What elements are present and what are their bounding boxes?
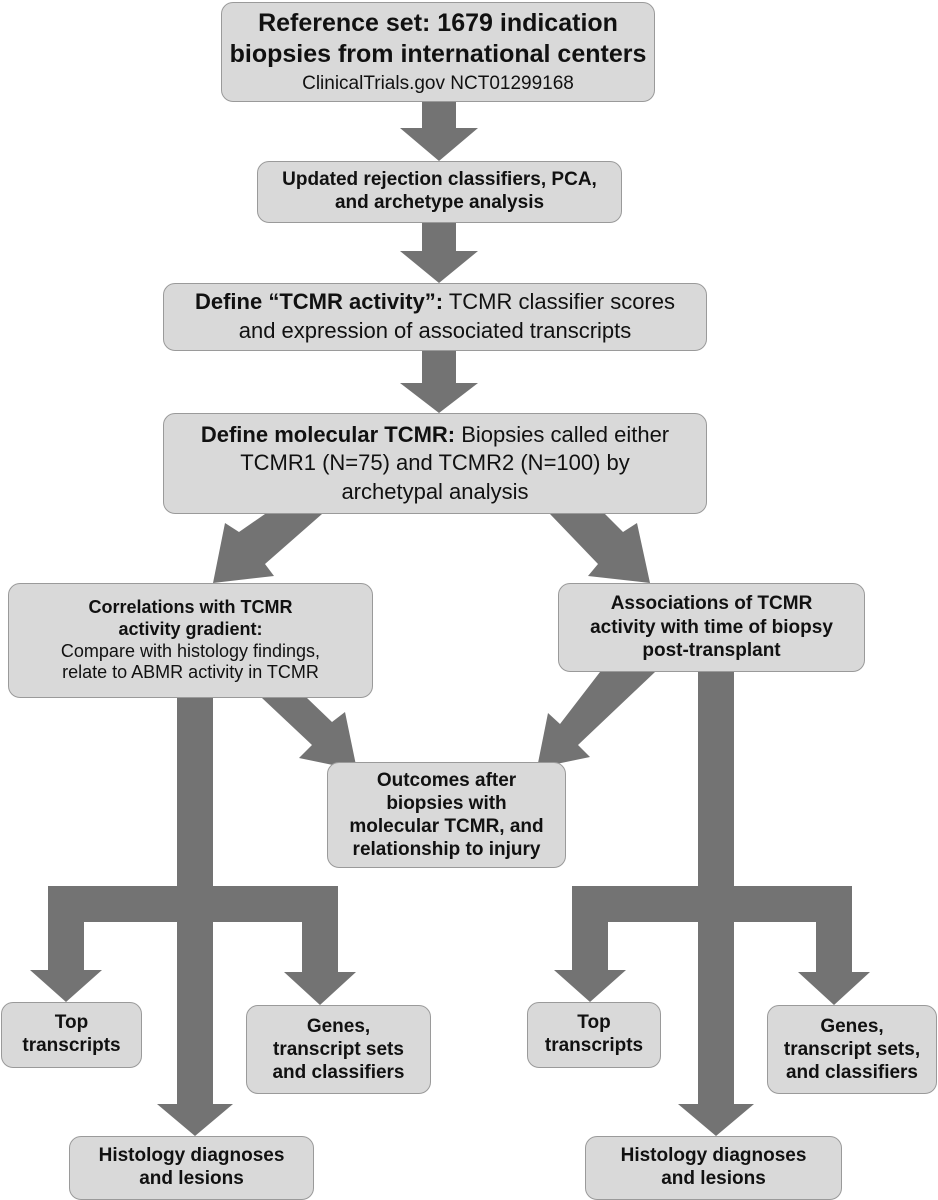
genes-right-box: Genes, transcript sets, and classifiers: [767, 1005, 937, 1094]
classifiers-line1: Updated rejection classifiers, PCA,: [282, 169, 597, 191]
left-branch-bar: [48, 886, 338, 922]
arrow-reference-to-classifiers: [400, 102, 478, 161]
reference-set-box: Reference set: 1679 indication biopsies …: [221, 2, 655, 102]
genes-left-box: Genes, transcript sets and classifiers: [246, 1005, 431, 1094]
arrow-to-top-transcripts-right: [554, 922, 626, 1002]
molecular-tcmr-heading: Define molecular TCMR:: [200, 421, 456, 447]
histology-right-line1: Histology diagnoses: [620, 1145, 807, 1167]
arrow-to-histology-right: [678, 922, 754, 1136]
molecular-tcmr-line1: Define molecular TCMR: Biopsies called e…: [201, 421, 669, 450]
reference-subtitle: ClinicalTrials.gov NCT01299168: [302, 73, 574, 95]
top-transcripts-left-box: Top transcripts: [1, 1002, 142, 1068]
molecular-tcmr-text1: Biopsies called either: [455, 421, 670, 447]
outcomes-line3: molecular TCMR, and: [349, 816, 544, 837]
classifiers-line2: and archetype analysis: [334, 192, 545, 213]
top-transcripts-right-box: Top transcripts: [527, 1002, 661, 1068]
genes-right-line2: transcript sets,: [783, 1038, 921, 1060]
histology-left-box: Histology diagnoses and lesions: [69, 1136, 314, 1200]
top-transcripts-right-line1: Top: [577, 1012, 611, 1034]
reference-title-line1: Reference set: 1679 indication: [258, 9, 618, 38]
correlations-heading-line1: Correlations with TCMR: [88, 596, 293, 617]
histology-left-line2: and lesions: [139, 1168, 244, 1189]
tcmr-activity-heading: Define “TCMR activity”:: [194, 289, 444, 315]
genes-left-line3: and classifiers: [272, 1062, 405, 1084]
arrow-to-histology-left: [157, 922, 233, 1136]
associations-box: Associations of TCMR activity with time …: [558, 583, 865, 672]
outcomes-line1: Outcomes after: [376, 769, 517, 791]
correlations-text1: Compare with histology findings,: [60, 640, 321, 661]
arrow-molecular-to-correlations: [213, 514, 322, 583]
histology-left-line1: Histology diagnoses: [98, 1145, 285, 1167]
outcomes-line2: biopsies with: [386, 792, 507, 814]
arrow-associations-to-outcomes: [537, 672, 655, 768]
arrow-to-genes-left: [284, 922, 356, 1005]
tcmr-activity-line1: Define “TCMR activity”: TCMR classifier …: [195, 288, 675, 317]
arrow-to-top-transcripts-left: [30, 922, 102, 1002]
correlations-box: Correlations with TCMR activity gradient…: [8, 583, 373, 698]
genes-left-line1: Genes,: [306, 1015, 371, 1037]
arrow-to-genes-right: [798, 922, 870, 1005]
right-branch-bar: [572, 886, 852, 922]
molecular-tcmr-text2: TCMR1 (N=75) and TCMR2 (N=100) by: [240, 450, 630, 476]
associations-line2: activity with time of biopsy: [590, 616, 833, 638]
arrow-correlations-to-outcomes: [262, 698, 357, 770]
left-trunk: [177, 698, 213, 898]
tcmr-activity-text2: and expression of associated transcripts: [238, 318, 632, 343]
correlations-heading-line2: activity gradient:: [118, 618, 263, 639]
classifiers-box: Updated rejection classifiers, PCA, and …: [257, 161, 622, 223]
genes-left-line2: transcript sets: [273, 1038, 404, 1060]
genes-right-line1: Genes,: [820, 1015, 884, 1037]
arrow-classifiers-to-activity: [400, 223, 478, 283]
associations-line1: Associations of TCMR: [610, 592, 813, 614]
molecular-tcmr-text3: archetypal analysis: [341, 478, 529, 504]
top-transcripts-left-line2: transcripts: [22, 1035, 121, 1056]
molecular-tcmr-box: Define molecular TCMR: Biopsies called e…: [163, 413, 707, 514]
outcomes-box: Outcomes after biopsies with molecular T…: [327, 762, 566, 868]
associations-line3: post-transplant: [642, 640, 781, 662]
genes-right-line3: and classifiers: [785, 1062, 919, 1084]
tcmr-activity-text1: TCMR classifier scores: [443, 289, 675, 315]
reference-title-line2: biopsies from international centers: [229, 39, 647, 68]
top-transcripts-right-line2: transcripts: [544, 1035, 644, 1056]
right-trunk: [698, 672, 734, 898]
correlations-text2: relate to ABMR activity in TCMR: [62, 662, 319, 683]
tcmr-activity-box: Define “TCMR activity”: TCMR classifier …: [163, 283, 707, 351]
outcomes-line4: relationship to injury: [352, 839, 541, 861]
arrow-activity-to-molecular: [400, 351, 478, 413]
arrow-molecular-to-associations: [550, 514, 650, 583]
top-transcripts-left-line1: Top: [54, 1012, 89, 1034]
histology-right-box: Histology diagnoses and lesions: [585, 1136, 842, 1200]
histology-right-line2: and lesions: [661, 1168, 766, 1189]
